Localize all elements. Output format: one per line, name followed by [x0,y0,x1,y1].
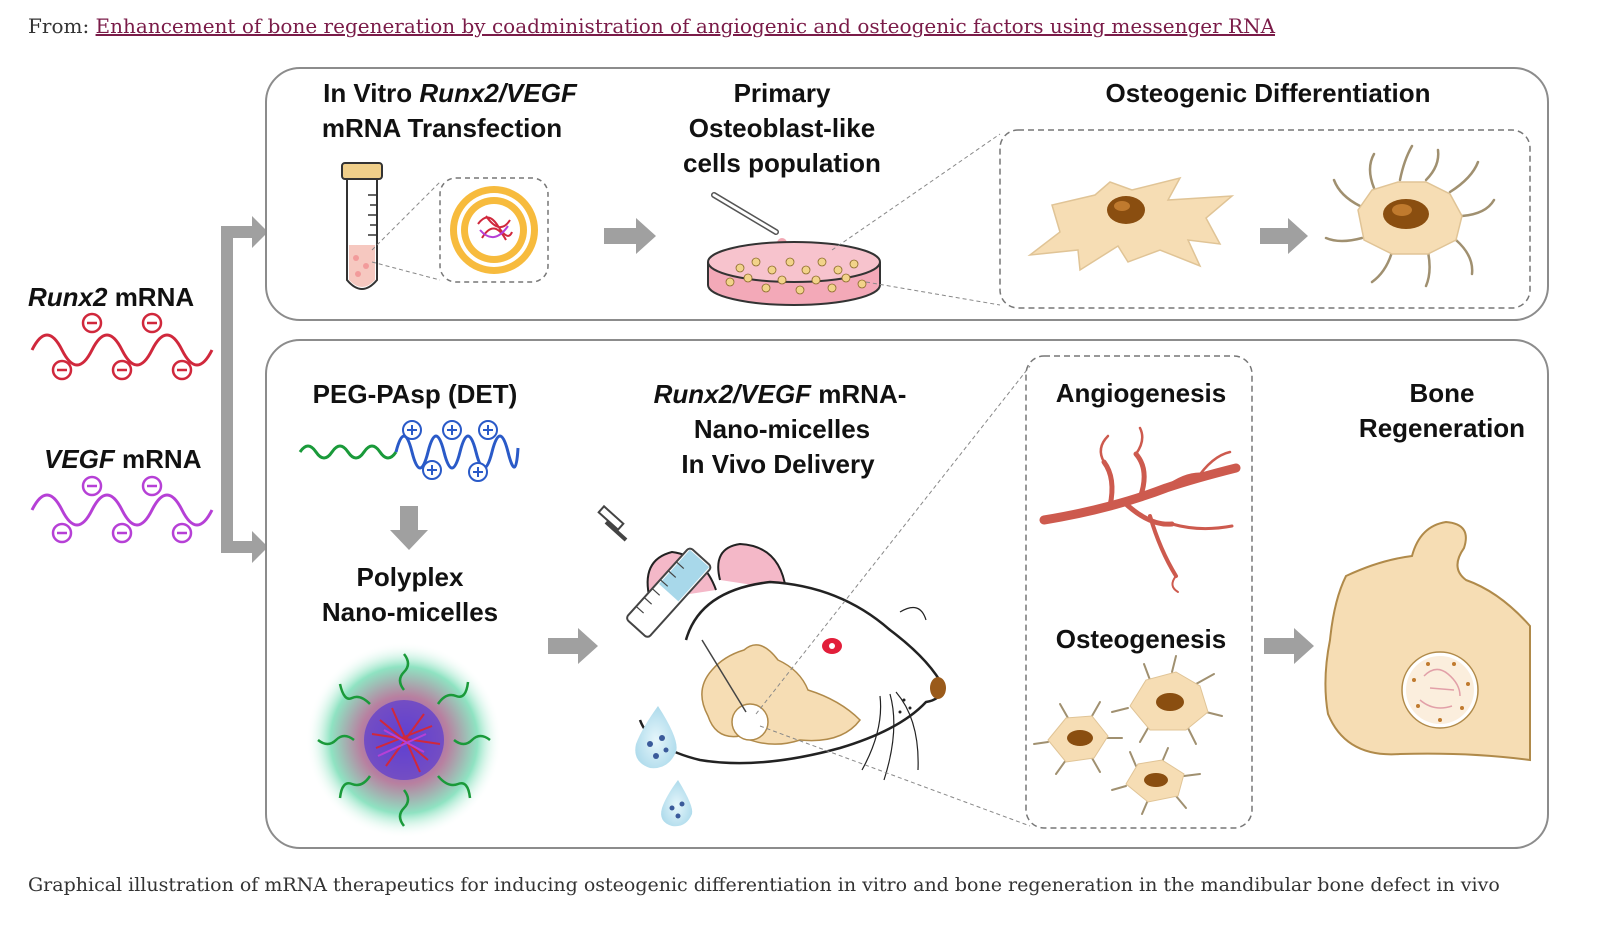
from-label: From: [28,14,90,38]
vegf-mrna-label: VEGF mRNA [44,444,202,474]
angiogenesis-label: Angiogenesis [1056,378,1226,408]
droplet-icon [635,706,693,827]
osteoblast-cluster-icon [1033,655,1223,815]
primary-cells-line3: cells population [683,148,881,178]
preosteoblast-cell-icon [1027,176,1235,272]
test-tube-icon [341,162,383,290]
rat-head-icon [638,542,946,781]
arrow-icon [548,628,598,664]
block-copolymer-icon [298,420,520,482]
differentiation-zoom-box [999,129,1531,309]
down-arrow-icon [390,506,428,550]
bone-regeneration-line1: Bone [1410,378,1475,408]
runx2-mrna-label: Runx2 mRNA [28,282,194,312]
polyplex-line2: Nano-micelles [322,597,498,627]
primary-cells-line1: Primary [734,78,831,108]
polyplex-micelle-icon [306,642,502,838]
delivery-line1: Runx2/VEGF mRNA- [654,379,907,409]
lipid-nanoparticle-icon [439,177,549,283]
osteogenesis-label: Osteogenesis [1056,624,1227,654]
petri-dish-icon [707,241,881,306]
osteogenic-differentiation-title: Osteogenic Differentiation [1105,78,1430,108]
blood-vessel-icon [1039,426,1241,593]
polyplex-line1: Polyplex [357,562,464,592]
runx2-mrna-wave-icon [30,312,214,381]
primary-cells-line2: Osteoblast-like [689,113,875,143]
arrow-icon [1264,628,1314,664]
delivery-line2: Nano-micelles [694,414,870,444]
article-link[interactable]: Enhancement of bone regeneration by coad… [95,14,1276,38]
in-vitro-title: In Vitro Runx2/VEGF [323,78,578,108]
arrow-icon [1260,218,1308,254]
delivery-line3: In Vivo Delivery [681,449,875,479]
syringe-icon [597,504,747,713]
in-vivo-zoom-box [1025,355,1253,829]
peg-pasp-label: PEG-PAsp (DET) [313,379,518,409]
regenerated-mandible-icon [1324,520,1531,762]
figure-caption: Graphical illustration of mRNA therapeut… [28,874,1500,896]
branch-arrows [221,216,268,563]
in-vitro-subtitle: mRNA Transfection [322,113,562,143]
arrow-icon [604,218,656,254]
in-vitro-panel [265,67,1549,321]
bone-regeneration-line2: Regeneration [1359,413,1525,443]
source-line: From: Enhancement of bone regeneration b… [28,14,1275,38]
vegf-mrna-wave-icon [30,475,214,544]
osteoblast-cell-icon [1324,144,1496,288]
graphical-abstract-figure: Runx2 mRNA VEGF mRNA In Vitro Runx [28,67,1549,849]
